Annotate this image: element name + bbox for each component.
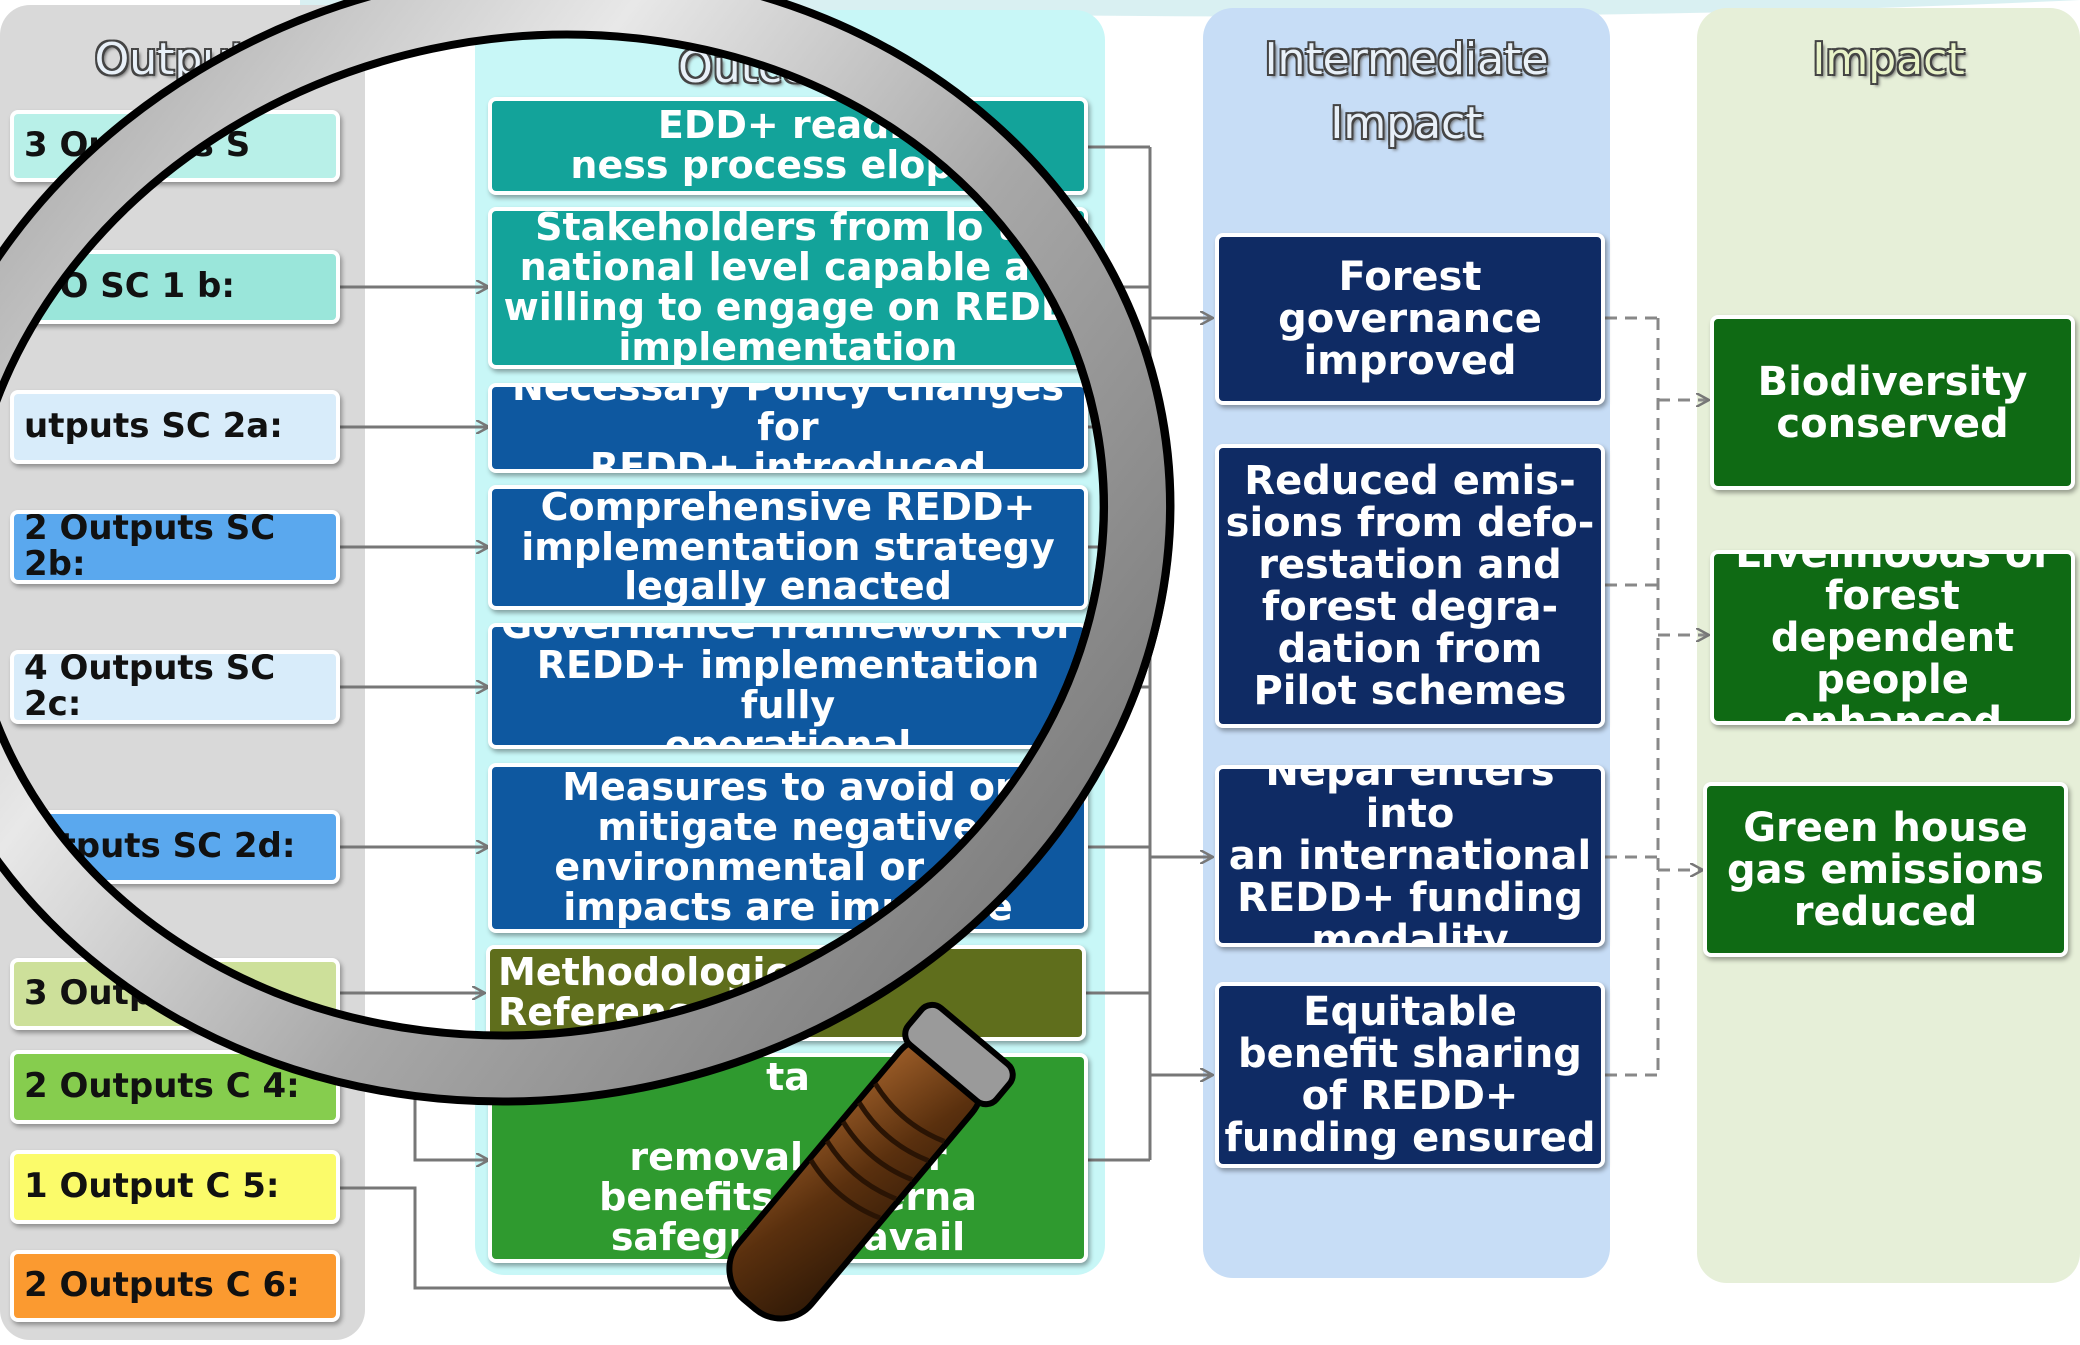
intermediate-impact-box: Reduced emis- sions from defo- restation…: [1215, 444, 1605, 728]
intermediate-header: Intermediate Impact: [1264, 34, 1549, 149]
output-box: 1 Output C 5:: [10, 1150, 340, 1224]
output-box: utputs SC 2a:: [10, 390, 340, 464]
output-box: 2 Outputs C 6:: [10, 1250, 340, 1322]
impact-header: Impact: [1812, 34, 1965, 85]
intermediate-impact-box: Nepal enters into an international REDD+…: [1215, 765, 1605, 947]
outcome-box: Stakeholders from lo to national level c…: [488, 207, 1088, 369]
impact-box: Biodiversity conserved: [1710, 315, 2075, 490]
outcome-box: Governance framework for REDD+ implement…: [488, 623, 1088, 749]
output-box: 4 Outputs SC 2c:: [10, 650, 340, 724]
outcome-box: Necessary Policy changes for REDD+ intro…: [488, 383, 1088, 473]
intermediate-impact-box: Forest governance improved: [1215, 233, 1605, 405]
outcome-box: Comprehensive REDD+ implementation strat…: [488, 485, 1088, 610]
output-box: 2 Outputs SC 2b:: [10, 510, 340, 584]
output-box: 2 Outputs C 4:: [10, 1050, 340, 1124]
impact-box: Green house gas emissions reduced: [1703, 782, 2068, 957]
impact-box: Livelihoods of forest dependent people e…: [1710, 550, 2075, 725]
intermediate-impact-box: Equitable benefit sharing of REDD+ fundi…: [1215, 982, 1605, 1168]
output-box: 4 O SC 1 b:: [10, 250, 340, 324]
